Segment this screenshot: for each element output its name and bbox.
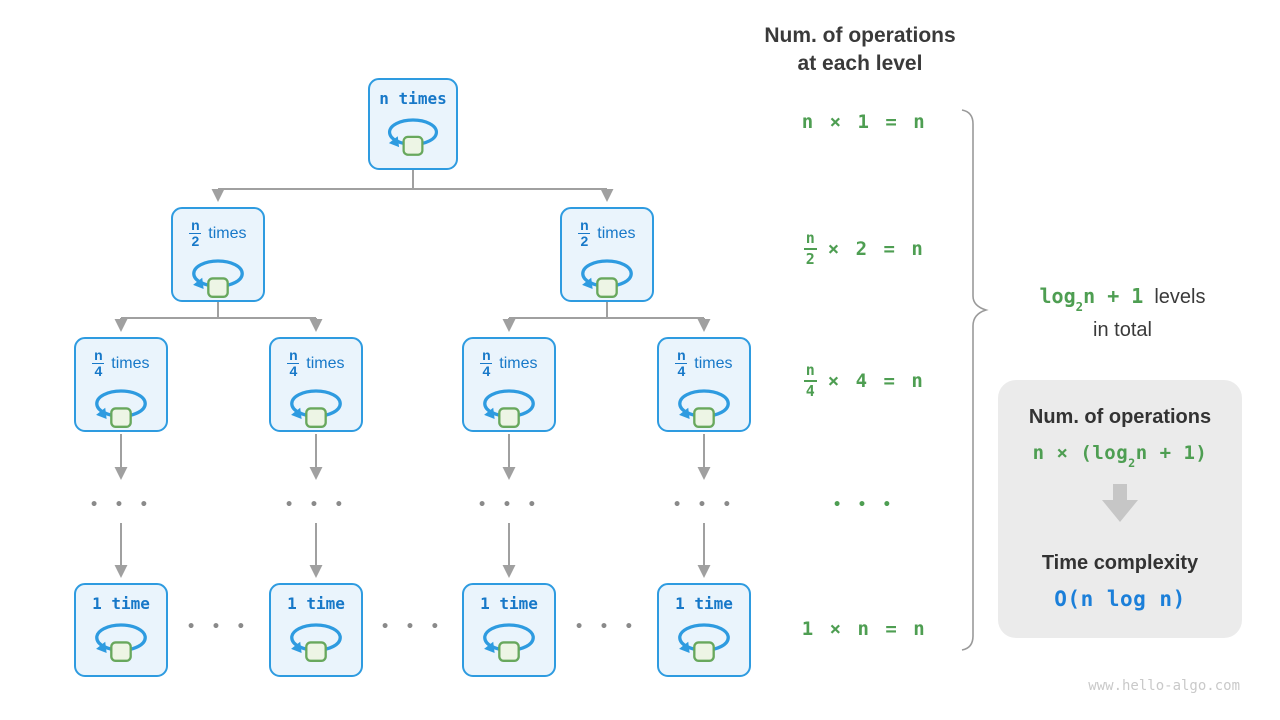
fraction-numerator: n bbox=[805, 229, 815, 247]
ellipsis-leafrow-3: • • • bbox=[574, 619, 638, 635]
formula-ellipsis: • • • bbox=[832, 497, 896, 513]
column-header: Num. of operations at each level bbox=[720, 22, 1000, 78]
tree-node-leaf-1: 1 time bbox=[74, 583, 168, 677]
times-label: times bbox=[694, 354, 733, 372]
loop-icon bbox=[95, 389, 147, 429]
fraction-denominator: 4 bbox=[803, 380, 817, 400]
time-complexity-title: Time complexity bbox=[1041, 552, 1199, 574]
formula-level-1: n × 1 = n bbox=[801, 111, 927, 133]
fraction-denominator: 4 bbox=[480, 363, 493, 379]
tree-node-leaf-4: 1 time bbox=[657, 583, 751, 677]
ellipsis-leafrow-1: • • • bbox=[186, 619, 250, 635]
loop-icon bbox=[290, 623, 342, 663]
times-label: times bbox=[597, 224, 636, 242]
fraction-denominator: 4 bbox=[675, 363, 688, 379]
times-label: times bbox=[111, 354, 150, 372]
summary-box: Num. of operations n × (log2n + 1) Time … bbox=[998, 380, 1242, 638]
formula-level-4: 1 × n = n bbox=[801, 618, 927, 640]
times-label: times bbox=[306, 354, 345, 372]
fraction-numerator: n bbox=[677, 347, 686, 363]
tree-node-leaf-2: 1 time bbox=[269, 583, 363, 677]
loop-icon bbox=[483, 389, 535, 429]
levels-total-line1: log2n + 1 levels bbox=[1005, 283, 1240, 317]
down-arrow-icon bbox=[1102, 484, 1138, 522]
levels-word: levels bbox=[1154, 286, 1206, 308]
fraction-numerator: n bbox=[289, 347, 298, 363]
levels-total-line2: in total bbox=[1093, 319, 1152, 341]
fraction-numerator: n bbox=[94, 347, 103, 363]
loop-icon bbox=[95, 623, 147, 663]
formula-rest: × 2 = n bbox=[827, 238, 925, 260]
fraction-denominator: 2 bbox=[803, 248, 817, 268]
times-label: times bbox=[499, 354, 538, 372]
ellipsis-leafrow-2: • • • bbox=[380, 619, 444, 635]
node-label: n times bbox=[379, 89, 447, 108]
times-label: times bbox=[208, 224, 247, 242]
ellipsis-column-4: • • • bbox=[672, 497, 736, 513]
loop-icon bbox=[192, 259, 244, 299]
loop-icon bbox=[290, 389, 342, 429]
ellipsis-column-2: • • • bbox=[284, 497, 348, 513]
loop-icon bbox=[678, 389, 730, 429]
tree-node-root: n times bbox=[368, 78, 458, 170]
fraction-denominator: 4 bbox=[287, 363, 300, 379]
loop-icon bbox=[483, 623, 535, 663]
loop-icon bbox=[678, 623, 730, 663]
log-formula: log2n + 1 bbox=[1039, 284, 1144, 314]
operations-formula: n × (log2n + 1) bbox=[1032, 442, 1208, 470]
fraction-numerator: n bbox=[482, 347, 491, 363]
fraction-numerator: n bbox=[580, 217, 589, 233]
formula-rest: × 4 = n bbox=[827, 370, 925, 392]
node-label: 1 time bbox=[92, 594, 150, 613]
loop-icon bbox=[581, 259, 633, 299]
complexity-formula: O(n log n) bbox=[1054, 587, 1186, 611]
fraction-denominator: 2 bbox=[578, 233, 591, 249]
tree-node-leaf-3: 1 time bbox=[462, 583, 556, 677]
fraction-numerator: n bbox=[805, 361, 815, 379]
loop-icon bbox=[387, 118, 439, 156]
ellipsis-column-1: • • • bbox=[89, 497, 153, 513]
watermark: www.hello-algo.com bbox=[1088, 678, 1240, 694]
node-label: 1 time bbox=[675, 594, 733, 613]
node-label: 1 time bbox=[480, 594, 538, 613]
fraction-numerator: n bbox=[191, 217, 200, 233]
summary-title: Num. of operations bbox=[1028, 406, 1212, 428]
fraction-denominator: 2 bbox=[189, 233, 202, 249]
levels-total-label: log2n + 1 levels in total bbox=[1005, 283, 1240, 344]
column-header-line1: Num. of operations bbox=[764, 24, 956, 47]
column-header-line2: at each level bbox=[797, 52, 923, 75]
ellipsis-column-3: • • • bbox=[477, 497, 541, 513]
node-label: 1 time bbox=[287, 594, 345, 613]
fraction-denominator: 4 bbox=[92, 363, 105, 379]
